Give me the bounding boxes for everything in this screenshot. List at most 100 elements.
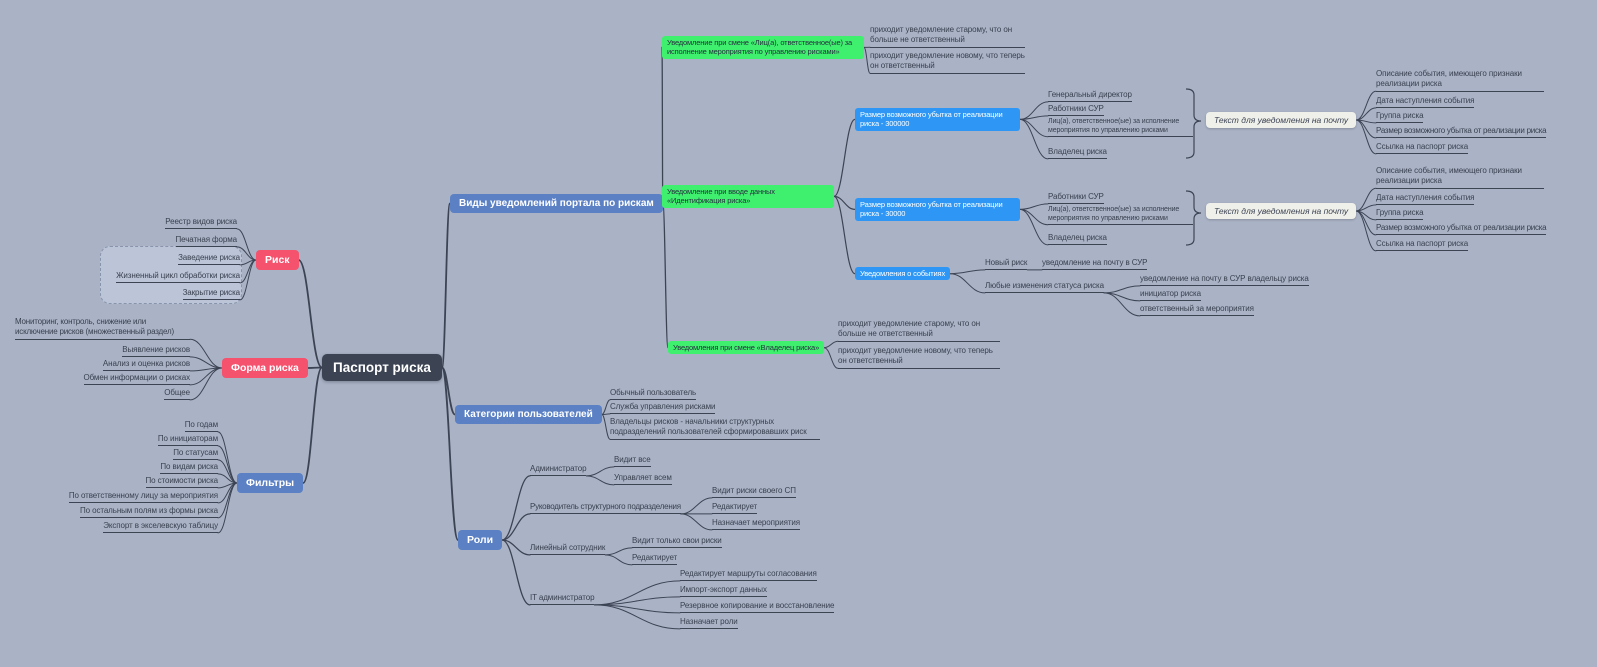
subtopic-risk-lifecycle[interactable]: Жизненный цикл обработки риска [116, 271, 240, 284]
connector-line [189, 367, 223, 401]
connector-line [1019, 208, 1049, 226]
connector-line [604, 547, 633, 556]
email-field-event-description-2[interactable]: Описание события, имеющего признаки реал… [1376, 166, 1544, 189]
notif-new-responsible[interactable]: приходит уведомление новому, что теперь … [870, 51, 1025, 74]
email-field-event-description[interactable]: Описание события, имеющего признаки реал… [1376, 69, 1544, 92]
role-administrator[interactable]: Администратор [530, 464, 587, 477]
filter-by-year[interactable]: По годам [184, 420, 218, 433]
head-assigns-measures[interactable]: Назначает мероприятия [712, 518, 800, 531]
filter-export-excel[interactable]: Экспорт в экселевскую таблицу [103, 521, 218, 534]
subtopic-risk-closing[interactable]: Закрытие риска [182, 288, 240, 301]
it-edits-approval-routes[interactable]: Редактирует маршруты согласования [680, 569, 817, 582]
central-topic[interactable]: Паспорт риска [322, 354, 442, 381]
email-field-event-date-2[interactable]: Дата наступления события [1376, 193, 1474, 206]
connector-line [501, 513, 531, 541]
subtopic-print-form[interactable]: Печатная форма [175, 235, 237, 248]
notif-change-responsible[interactable]: Уведомление при смене «Лиц(а), ответстве… [662, 36, 864, 59]
filter-by-responsible[interactable]: По ответственному лицу за мероприятия [68, 491, 218, 504]
owner-change-new[interactable]: приходит уведомление новому, что теперь … [838, 346, 1000, 369]
it-backup-restore[interactable]: Резервное копирование и восстановление [680, 601, 834, 614]
admin-sees-all[interactable]: Видит все [614, 455, 651, 468]
head-sees-own-dept-risks[interactable]: Видит риски своего СП [712, 486, 796, 499]
connector-line [217, 482, 238, 534]
email-field-event-date[interactable]: Дата наступления события [1376, 96, 1474, 109]
connector-line [680, 497, 713, 515]
connector-line [1019, 208, 1049, 246]
connector-line [1355, 90, 1377, 121]
owner-change-old[interactable]: приходит уведомление старому, что он бол… [838, 319, 1000, 342]
email-field-loss-size[interactable]: Размер возможного убытка от реализации р… [1376, 126, 1547, 139]
connector-line [239, 259, 257, 301]
status-change-email-owner[interactable]: уведомление на почту в СУР владельцу рис… [1140, 274, 1309, 287]
topic-user-categories[interactable]: Категории пользователей [455, 405, 602, 424]
admin-manages-all[interactable]: Управляет всем [614, 473, 672, 486]
recipient-risk-owner-2[interactable]: Владелец риска [1048, 233, 1107, 246]
topic-risk-form[interactable]: Форма риска [222, 358, 308, 378]
event-status-change[interactable]: Любые изменения статуса риска [985, 281, 1104, 294]
subtopic-monitoring[interactable]: Мониторинг, контроль, снижение или исклю… [15, 317, 190, 340]
connector-line [189, 338, 223, 369]
subtopic-general[interactable]: Общее [164, 388, 190, 401]
connector-line [217, 445, 238, 484]
email-text-note[interactable]: Текст для уведомления на почту [1206, 112, 1357, 128]
connector-line [501, 539, 531, 606]
filter-by-risk-cost[interactable]: По стоимости риска [145, 476, 218, 489]
connector-line [601, 414, 611, 440]
line-sees-own-risks[interactable]: Видит только свои риски [632, 536, 722, 549]
role-it-administrator[interactable]: IT администратор [530, 593, 595, 606]
notif-change-owner[interactable]: Уведомления при смене «Владелец риска» [668, 341, 825, 355]
email-field-passport-link[interactable]: Ссылка на паспорт риска [1376, 142, 1468, 155]
email-field-risk-group[interactable]: Группа риска [1376, 111, 1424, 124]
subtopic-risk-identification[interactable]: Выявление рисков [122, 345, 190, 358]
notif-old-responsible[interactable]: приходит уведомление старому, что он бол… [870, 25, 1025, 48]
connector-line [1019, 118, 1049, 138]
recipient-general-director[interactable]: Генеральный директор [1048, 90, 1132, 103]
status-change-responsible[interactable]: ответственный за мероприятия [1140, 304, 1254, 317]
connector-line [949, 269, 986, 275]
filter-by-risk-type[interactable]: По видам риска [160, 462, 218, 475]
subtopic-risk-info-exchange[interactable]: Обмен информации о рисках [83, 373, 190, 386]
role-line-employee[interactable]: Линейный сотрудник [530, 543, 605, 556]
topic-roles[interactable]: Роли [458, 530, 503, 550]
connector-line [217, 482, 238, 519]
subtopic-risk-registry[interactable]: Реестр видов риска [165, 217, 237, 230]
notif-events[interactable]: Уведомления о событиях [855, 267, 951, 281]
head-edits[interactable]: Редактирует [712, 502, 757, 515]
it-import-export[interactable]: Импорт-экспорт данных [680, 585, 767, 598]
connector-line [585, 466, 615, 477]
recipient-responsible-persons-2[interactable]: Лиц(а), ответственное(ые) за исполнение … [1048, 205, 1193, 226]
connector-line [833, 195, 856, 210]
recipient-sur-staff[interactable]: Работники СУР [1048, 104, 1104, 117]
notif-identification-input[interactable]: Уведомление при вводе данных «Идентифика… [662, 185, 834, 208]
filter-by-initiator[interactable]: По инициаторам [157, 434, 218, 447]
topic-notification-types[interactable]: Виды уведомлений портала по рискам [450, 194, 663, 213]
recipient-risk-owner[interactable]: Владелец риска [1048, 147, 1107, 160]
line-edits[interactable]: Редактирует [632, 553, 677, 566]
email-field-loss-size-2[interactable]: Размер возможного убытка от реализации р… [1376, 223, 1547, 236]
category-risk-service[interactable]: Служба управления рисками [610, 402, 716, 415]
category-regular-user[interactable]: Обычный пользователь [610, 388, 696, 401]
filter-by-other-fields[interactable]: По остальным полям из формы риска [79, 506, 218, 519]
filter-by-status[interactable]: По статусам [173, 448, 218, 461]
event-new-risk[interactable]: Новый риск [985, 258, 1027, 271]
email-field-passport-link-2[interactable]: Ссылка на паспорт риска [1376, 239, 1468, 252]
it-assigns-roles[interactable]: Назначает роли [680, 617, 738, 630]
subtopic-risk-analysis[interactable]: Анализ и оценка рисков [102, 359, 190, 372]
email-field-risk-group-2[interactable]: Группа риска [1376, 208, 1424, 221]
connector-line [593, 604, 681, 630]
category-risk-owners[interactable]: Владельцы рисков - начальники структурны… [610, 417, 820, 440]
topic-filters[interactable]: Фильтры [237, 473, 304, 493]
loss-size-30000[interactable]: Размер возможного убытка от реализации р… [855, 198, 1020, 221]
subtopic-risk-creation[interactable]: Заведение риска [178, 253, 240, 266]
connector-line [297, 259, 323, 369]
email-text-note-2[interactable]: Текст для уведомления на почту [1206, 203, 1357, 219]
loss-size-300000[interactable]: Размер возможного убытка от реализации р… [855, 108, 1020, 131]
topic-risk[interactable]: Риск [256, 250, 299, 270]
recipient-sur-staff-2[interactable]: Работники СУР [1048, 192, 1104, 205]
status-change-initiator[interactable]: инициатор риска [1140, 289, 1201, 302]
recipient-responsible-persons[interactable]: Лиц(а), ответственное(ые) за исполнение … [1048, 117, 1193, 138]
role-department-head[interactable]: Руководитель структурного подразделения [530, 502, 681, 515]
connector-line [601, 399, 611, 415]
event-new-risk-email[interactable]: уведомление на почту в СУР [1042, 258, 1147, 271]
